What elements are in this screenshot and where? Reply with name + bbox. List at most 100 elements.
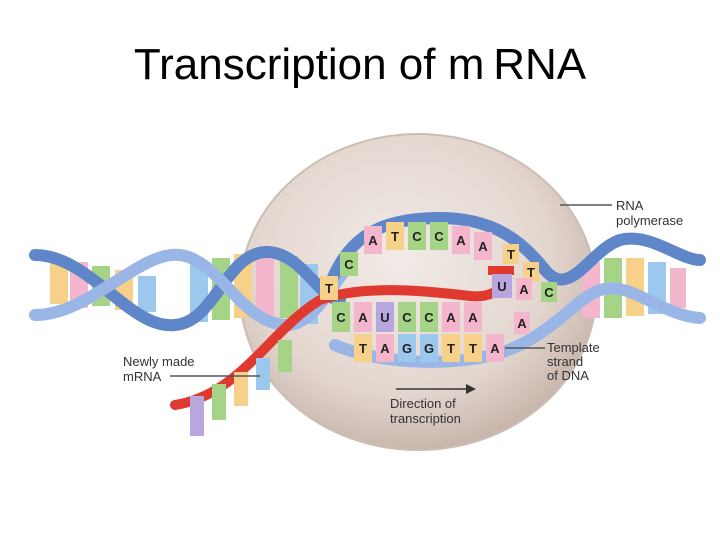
- template-base-letter: G: [402, 341, 412, 356]
- mrna-base-block: [442, 302, 460, 332]
- mrna-base-letter: U: [380, 310, 389, 325]
- mrna-base: C: [332, 302, 350, 332]
- template-base-letter: A: [490, 341, 500, 356]
- mrna-strand: [170, 277, 510, 410]
- rna-polymerase-label-line1: RNA: [616, 198, 644, 213]
- coding-right-base: T: [503, 244, 519, 264]
- coding-left-base-letter: T: [325, 281, 333, 296]
- incoming-u-base-block: [492, 274, 512, 298]
- template-base: T: [442, 334, 460, 362]
- template-base-block: [398, 334, 416, 362]
- template-base-letter: T: [359, 341, 367, 356]
- newly-made-mrna-label: Newly made mRNA: [123, 354, 198, 384]
- coding-left-base-block: [320, 276, 338, 300]
- coding-base: A: [452, 226, 470, 254]
- coding-right-base-letter: C: [544, 285, 554, 300]
- coding-base: T: [386, 222, 404, 250]
- coding-left-base-letter: C: [344, 257, 354, 272]
- coding-base: C: [430, 222, 448, 250]
- coding-base-block: [474, 232, 492, 260]
- coding-base: C: [408, 222, 426, 250]
- template-right-base-letter: A: [519, 282, 529, 297]
- template-base-block: [486, 334, 504, 362]
- mrna-base-letter: A: [468, 310, 478, 325]
- template-base-block: [464, 334, 482, 362]
- template-right-base-block: [514, 312, 530, 334]
- rna-polymerase-label: RNA polymerase: [616, 198, 683, 228]
- template-base: T: [464, 334, 482, 362]
- mrna-base-block: [332, 302, 350, 332]
- incoming-u-base: U: [492, 274, 512, 298]
- direction-label: Direction of transcription: [390, 396, 461, 426]
- template-right-base-letter: A: [517, 316, 527, 331]
- template-strand-label: Template strand of DNA: [547, 340, 603, 383]
- coding-right-base-block: [541, 282, 557, 302]
- template-base-block: [354, 334, 372, 362]
- coding-right-base-letter: T: [507, 247, 515, 262]
- template-right-base: A: [514, 312, 530, 334]
- coding-base-letter: A: [456, 233, 466, 248]
- template-base: G: [398, 334, 416, 362]
- newly-made-mrna-line1: Newly made: [123, 354, 195, 369]
- rna-polymerase-label-line2: polymerase: [616, 213, 683, 228]
- mrna-tail-bases: [190, 340, 292, 436]
- direction-label-line2: transcription: [390, 411, 461, 426]
- template-base-block: [442, 334, 460, 362]
- newly-made-mrna-line2: mRNA: [123, 369, 162, 384]
- mrna-base-letter: C: [424, 310, 434, 325]
- incoming-u-base-letter: U: [497, 279, 506, 294]
- coding-base-letter: T: [391, 229, 399, 244]
- coding-base-block: [364, 226, 382, 254]
- template-base-block: [420, 334, 438, 362]
- coding-base-letter: C: [412, 229, 422, 244]
- coding-right-base-block: [523, 262, 539, 282]
- coding-base: A: [474, 232, 492, 260]
- mrna-base-letter: C: [336, 310, 346, 325]
- mrna-base-block: [376, 302, 394, 332]
- coding-base: A: [364, 226, 382, 254]
- coding-base-block: [430, 222, 448, 250]
- mrna-base: A: [464, 302, 482, 332]
- template-base-letter: A: [380, 341, 390, 356]
- direction-label-line1: Direction of: [390, 396, 456, 411]
- mrna-base-letter: A: [446, 310, 456, 325]
- template-base-letter: G: [424, 341, 434, 356]
- template-base-block: [376, 334, 394, 362]
- template-strand-line3: of DNA: [547, 368, 589, 383]
- coding-base-block: [386, 222, 404, 250]
- slide-title: Transcription of m RNA: [133, 40, 587, 89]
- coding-base-letter: C: [434, 229, 444, 244]
- coding-left-base-block: [340, 252, 358, 276]
- coding-base-letter: A: [478, 239, 488, 254]
- template-base: A: [376, 334, 394, 362]
- mrna-base-block: [464, 302, 482, 332]
- mrna-base-block: [420, 302, 438, 332]
- mrna-base: A: [442, 302, 460, 332]
- template-base: T: [354, 334, 372, 362]
- template-base: A: [486, 334, 504, 362]
- template-base-letter: T: [469, 341, 477, 356]
- mrna-base-block: [354, 302, 372, 332]
- coding-left-base: T: [320, 276, 338, 300]
- direction-arrowhead: [466, 384, 476, 394]
- incoming-nucleotide-cap: [488, 266, 514, 275]
- mrna-base-block: [398, 302, 416, 332]
- mrna-base-letter: C: [402, 310, 412, 325]
- template-right-base-block: [516, 278, 532, 300]
- mrna-base: A: [354, 302, 372, 332]
- template-strand-line1: Template: [547, 340, 600, 355]
- coding-right-base: C: [541, 282, 557, 302]
- mrna-base: U: [376, 302, 394, 332]
- coding-right-base-letter: T: [527, 265, 535, 280]
- mrna-base: C: [420, 302, 438, 332]
- coding-base-letter: A: [368, 233, 378, 248]
- coding-right-base-block: [503, 244, 519, 264]
- coding-right-base: T: [523, 262, 539, 282]
- mrna-base: C: [398, 302, 416, 332]
- coding-base-block: [452, 226, 470, 254]
- mrna-base-letter: A: [358, 310, 368, 325]
